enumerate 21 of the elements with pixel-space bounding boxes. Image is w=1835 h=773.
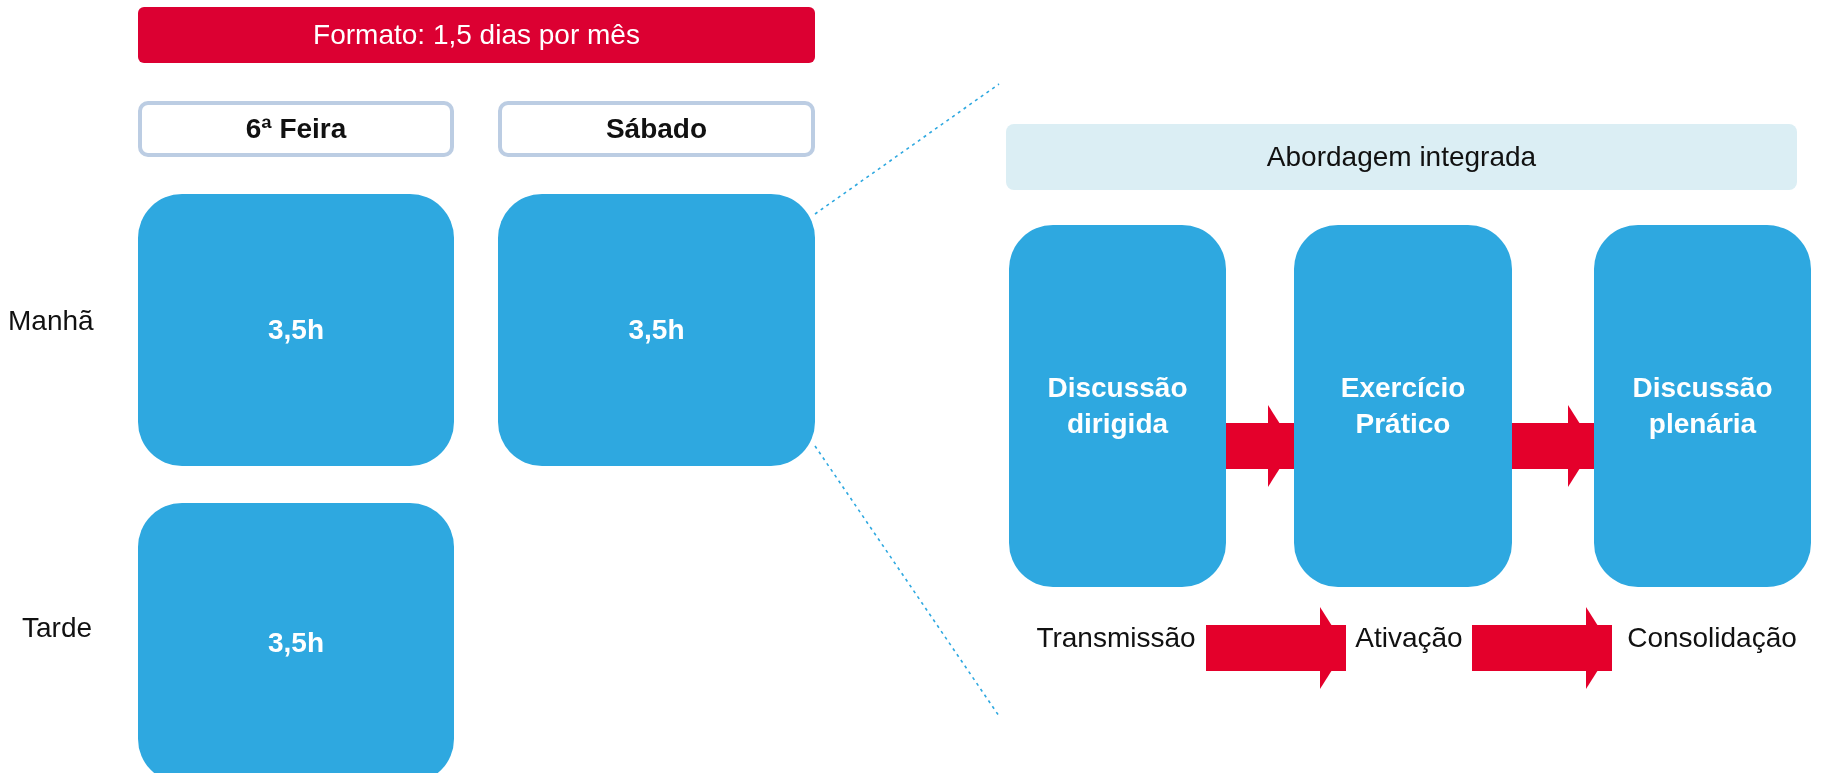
arrow bbox=[1472, 607, 1612, 689]
format-banner: Formato: 1,5 dias por mês bbox=[138, 7, 815, 63]
session-box: 3,5h bbox=[138, 503, 454, 773]
arrow bbox=[1206, 607, 1346, 689]
step-box: Discussão dirigida bbox=[1009, 225, 1226, 587]
approach-banner: Abordagem integrada bbox=[1006, 124, 1797, 190]
phase-label: Transmissão bbox=[1026, 616, 1206, 660]
phase-label: Ativação bbox=[1346, 616, 1472, 660]
zoom-line bbox=[814, 445, 1000, 717]
step-box: Exercício Prático bbox=[1294, 225, 1512, 587]
session-box: 3,5h bbox=[138, 194, 454, 466]
zoom-line bbox=[814, 83, 1000, 215]
day-header: Sábado bbox=[498, 101, 815, 157]
day-header: 6ª Feira bbox=[138, 101, 454, 157]
phase-label: Consolidação bbox=[1612, 616, 1812, 660]
period-label: Tarde bbox=[22, 612, 93, 644]
arrow bbox=[1512, 405, 1594, 487]
period-label: Manhã bbox=[8, 305, 94, 337]
step-box: Discussão plenária bbox=[1594, 225, 1811, 587]
session-box: 3,5h bbox=[498, 194, 815, 466]
arrow bbox=[1226, 405, 1294, 487]
